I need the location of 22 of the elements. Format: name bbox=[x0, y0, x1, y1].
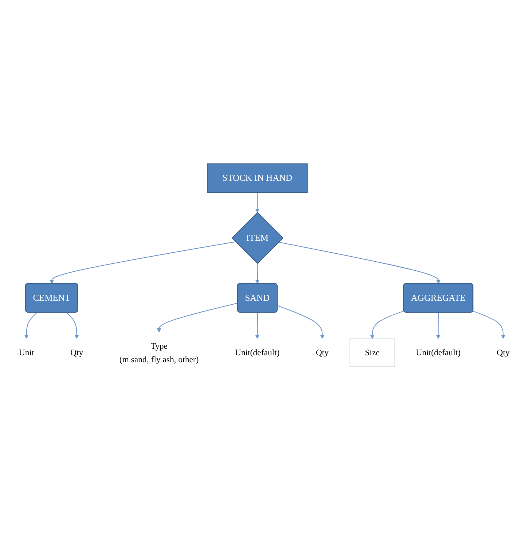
arrow bbox=[255, 192, 260, 214]
node-text: Qty bbox=[497, 348, 510, 358]
arrow bbox=[50, 242, 236, 285]
node-box: STOCK IN HAND bbox=[207, 164, 308, 194]
arrow bbox=[278, 242, 441, 285]
node-text: Unit(default) bbox=[235, 348, 280, 358]
node-diamond: ITEM bbox=[232, 212, 284, 264]
node-text: Qty bbox=[316, 348, 329, 358]
arrow bbox=[24, 312, 38, 340]
arrow bbox=[277, 306, 325, 340]
arrow bbox=[472, 311, 506, 340]
arrow bbox=[255, 312, 260, 340]
node-text: Unit bbox=[19, 348, 34, 358]
node-text: Type (m sand, fly ash, other) bbox=[120, 342, 199, 364]
arrow bbox=[370, 311, 405, 340]
arrow bbox=[66, 312, 80, 340]
node-box: Size bbox=[350, 339, 396, 368]
arrow bbox=[256, 264, 260, 285]
node-text: Qty bbox=[70, 348, 84, 358]
arrow bbox=[436, 312, 441, 340]
node-text: Unit(default) bbox=[416, 348, 461, 358]
arrow bbox=[157, 303, 238, 334]
